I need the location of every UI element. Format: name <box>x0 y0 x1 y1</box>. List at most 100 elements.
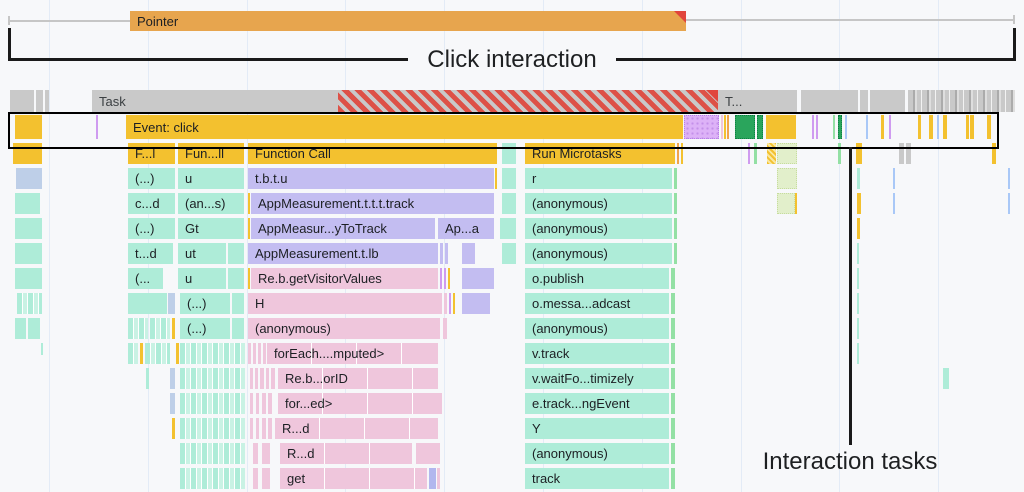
bar-segment[interactable] <box>255 368 258 389</box>
bar-o-messa-adcast[interactable]: o.messa...adcast <box>525 293 669 314</box>
bar-o-publish[interactable]: o.publish <box>525 268 669 289</box>
bar-segment[interactable] <box>96 115 98 139</box>
bar-anonymous[interactable]: (anonymous) <box>525 443 669 464</box>
bar-[interactable]: (...) <box>180 293 230 314</box>
bar-segment[interactable] <box>857 318 859 339</box>
bar-anonymous[interactable]: (anonymous) <box>248 318 440 339</box>
bar-r[interactable]: r <box>525 168 672 189</box>
bar-segment[interactable] <box>500 218 516 239</box>
bar-[interactable]: (...) <box>180 318 230 339</box>
bar-segment[interactable] <box>462 293 490 314</box>
bar-segment[interactable] <box>228 243 244 264</box>
bar-segment[interactable] <box>443 318 447 339</box>
bar-re-b-orid[interactable]: Re.b...orID <box>278 368 438 389</box>
bar-segment[interactable] <box>857 218 860 239</box>
bar-segment[interactable] <box>671 268 675 289</box>
bar-segment[interactable] <box>748 143 750 164</box>
bar-y[interactable]: Y <box>525 418 669 439</box>
bar-segment[interactable] <box>248 343 251 364</box>
bar-segment[interactable] <box>172 418 175 439</box>
bar-segment[interactable] <box>462 268 494 289</box>
bar-segment[interactable] <box>168 293 175 314</box>
bar-an-s[interactable]: (an...s) <box>178 193 244 214</box>
bar-segment[interactable] <box>767 143 776 164</box>
bar-segment[interactable] <box>253 443 258 464</box>
bar-segment[interactable] <box>250 368 253 389</box>
bar-segment[interactable] <box>966 115 969 139</box>
bar-segment[interactable] <box>684 115 719 139</box>
bar-event-click[interactable]: Event: click <box>126 115 683 139</box>
bar-segment[interactable] <box>857 268 859 289</box>
bar-segment[interactable] <box>857 293 859 314</box>
bar-segment[interactable] <box>899 143 904 164</box>
bar-segment[interactable] <box>677 143 679 164</box>
bar-segment[interactable] <box>262 443 270 464</box>
bar-segment[interactable] <box>444 268 446 289</box>
bar-segment[interactable] <box>833 115 835 139</box>
bar-segment[interactable] <box>838 143 841 164</box>
bar-segment[interactable] <box>140 343 143 364</box>
bar-segment[interactable] <box>857 193 861 214</box>
bar-segment[interactable] <box>128 293 167 314</box>
bar-segment[interactable] <box>671 418 675 439</box>
bar-segment[interactable] <box>416 443 440 464</box>
bar-for-ed[interactable]: for...ed> <box>278 393 442 414</box>
bar-segment[interactable] <box>128 343 138 364</box>
bar-segment[interactable] <box>170 368 175 389</box>
bar-segment[interactable] <box>495 168 497 189</box>
bar-gt[interactable]: Gt <box>178 218 244 239</box>
bar-segment[interactable] <box>795 193 797 214</box>
bar-segment[interactable] <box>248 268 250 289</box>
bar-segment[interactable] <box>262 468 270 489</box>
bar-segment[interactable] <box>248 193 250 214</box>
bar-segment[interactable] <box>256 418 259 439</box>
bar-segment[interactable] <box>671 368 675 389</box>
bar-u[interactable]: u <box>178 168 244 189</box>
bar-ap-a[interactable]: Ap...a <box>438 218 494 239</box>
bar-segment[interactable] <box>992 143 996 164</box>
bar-segment[interactable] <box>172 318 175 339</box>
bar-segment[interactable] <box>893 168 895 189</box>
bar-segment[interactable] <box>16 168 42 189</box>
bar-segment[interactable] <box>180 343 245 364</box>
bar-appmeasurement-t-lb[interactable]: AppMeasurement.t.lb <box>248 243 438 264</box>
bar-re-b-getvisitorvalues[interactable]: Re.b.getVisitorValues <box>251 268 438 289</box>
bar-segment[interactable] <box>437 468 440 489</box>
bar-segment[interactable] <box>453 293 455 314</box>
bar-segment[interactable] <box>681 143 683 164</box>
bar-segment[interactable] <box>253 343 256 364</box>
bar-segment[interactable] <box>440 243 443 264</box>
bar-segment[interactable] <box>970 115 974 139</box>
bar-segment[interactable] <box>17 293 42 314</box>
bar-segment[interactable] <box>502 193 516 214</box>
bar-segment[interactable] <box>766 115 796 139</box>
bar-segment[interactable] <box>15 193 40 214</box>
bar-t[interactable]: T... <box>718 90 797 112</box>
bar-segment[interactable] <box>180 393 245 414</box>
bar-v-track[interactable]: v.track <box>525 343 669 364</box>
bar-segment[interactable] <box>28 318 40 339</box>
bar-segment[interactable] <box>248 218 250 239</box>
bar-segment[interactable] <box>145 343 170 364</box>
bar-segment[interactable] <box>266 368 269 389</box>
bar-segment[interactable] <box>440 268 442 289</box>
bar-segment[interactable] <box>727 115 729 139</box>
bar-segment[interactable] <box>180 418 245 439</box>
bar-segment[interactable] <box>812 115 814 139</box>
bar-segment[interactable] <box>857 243 859 264</box>
bar-segment[interactable] <box>816 115 818 139</box>
bar-segment[interactable] <box>757 115 763 139</box>
bar-segment[interactable] <box>263 343 266 364</box>
bar-segment[interactable] <box>735 115 755 139</box>
bar-segment[interactable] <box>228 268 244 289</box>
bar-segment[interactable] <box>943 115 947 139</box>
bar-segment[interactable] <box>721 115 723 139</box>
bar-segment[interactable] <box>860 90 868 112</box>
bar-foreach-mputed[interactable]: forEach....mputed> <box>267 343 438 364</box>
bar-[interactable]: (... <box>128 268 163 289</box>
bar-segment[interactable] <box>1008 168 1010 189</box>
bar-[interactable]: (...) <box>128 218 175 239</box>
bar-segment[interactable] <box>502 243 516 264</box>
bar-segment[interactable] <box>445 243 448 264</box>
bar-segment[interactable] <box>1008 193 1010 214</box>
